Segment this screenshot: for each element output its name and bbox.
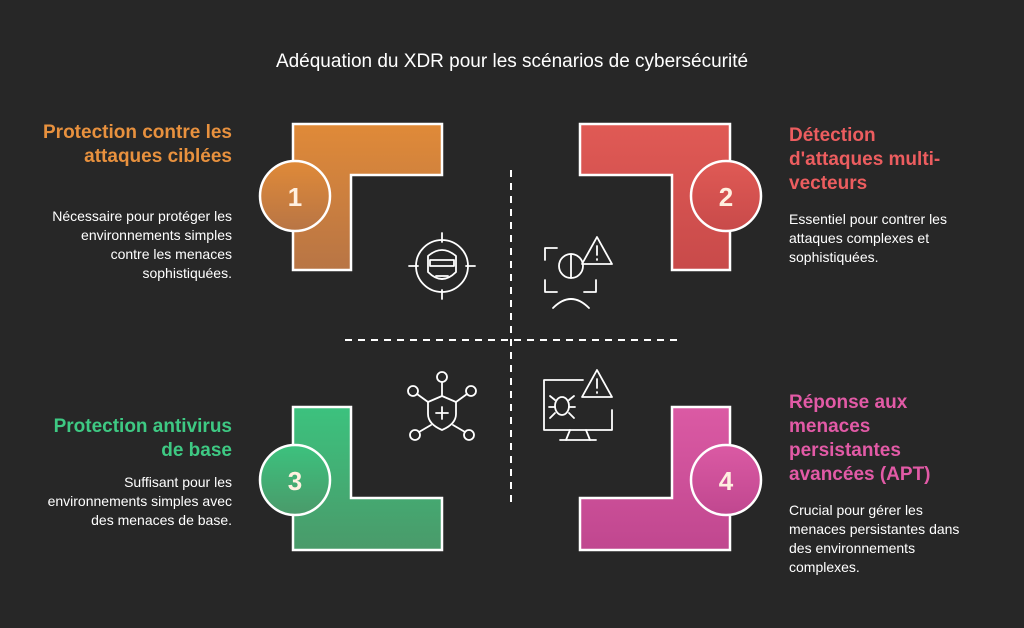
quadrant-1-shape: 1	[258, 122, 444, 272]
quadrant-3-shape: 3	[258, 405, 444, 552]
quadrant-4-heading: Réponse aux menaces persistantes avancée…	[789, 392, 931, 485]
quadrant-3-description: Suffisant pour les environnements simple…	[47, 474, 232, 528]
quadrant-2-heading: Détection d'attaques multi-vecteurs	[789, 125, 941, 194]
diagram-title: Adéquation du XDR pour les scénarios de …	[275, 51, 749, 72]
quadrant-2-description: Essentiel pour contrer les attaques comp…	[789, 211, 947, 265]
badge-2: 2	[719, 182, 733, 212]
badge-3: 3	[288, 466, 302, 496]
targeted-hacker-icon	[408, 232, 476, 300]
badge-1: 1	[288, 182, 302, 212]
quadrant-4-shape: 4	[578, 405, 763, 552]
face-scan-alert-icon	[544, 236, 613, 309]
quadrant-4-description: Crucial pour gérer les menaces persistan…	[789, 502, 960, 575]
shield-network-icon	[407, 371, 477, 441]
badge-4: 4	[719, 466, 734, 496]
quadrant-2-shape: 2	[578, 122, 763, 272]
quadrant-1-heading: Protection contre les attaques ciblées	[43, 122, 232, 167]
quadrant-1-description: Nécessaire pour protéger les environneme…	[52, 208, 232, 281]
monitor-bug-alert-icon	[543, 369, 613, 441]
quadrant-3-heading: Protection antivirus de base	[53, 416, 232, 461]
